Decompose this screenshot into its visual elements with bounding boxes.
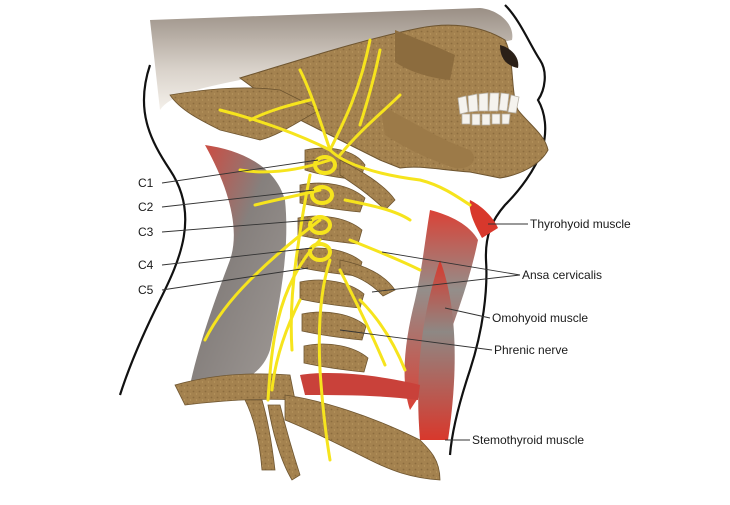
omohyoid-leader bbox=[444, 307, 491, 319]
c2-leader bbox=[161, 189, 315, 208]
label-ansa-cervicalis: Ansa cervicalis bbox=[522, 268, 602, 282]
label-c5: C5 bbox=[138, 283, 154, 297]
ansa-leader-1 bbox=[381, 251, 521, 276]
lower-muscle-band bbox=[300, 373, 420, 400]
ansa-leader-2 bbox=[371, 274, 521, 293]
skin-outline bbox=[118, 4, 547, 456]
teeth bbox=[457, 92, 520, 126]
nerve-network bbox=[203, 38, 472, 462]
label-phrenic-nerve: Phrenic nerve bbox=[494, 343, 568, 357]
label-c3: C3 bbox=[138, 225, 154, 239]
c4-leader bbox=[161, 247, 313, 266]
leader-lines bbox=[161, 159, 528, 441]
c3-leader bbox=[161, 219, 313, 233]
occipital-bone bbox=[169, 87, 321, 141]
label-c2: C2 bbox=[138, 200, 154, 214]
c1-leader bbox=[161, 159, 319, 184]
labels: C1 C2 C3 C4 C5 Thyrohyoid muscle Ansa ce… bbox=[138, 176, 631, 447]
thyrohyoid-muscle bbox=[469, 200, 498, 238]
label-thyrohyoid-muscle: Thyrohyoid muscle bbox=[530, 217, 631, 231]
label-sternothyroid-muscle: Stemothyroid muscle bbox=[472, 433, 584, 447]
cervical-plexus-loops bbox=[308, 155, 337, 262]
label-c1: C1 bbox=[138, 176, 154, 190]
phrenic-leader bbox=[339, 329, 493, 351]
vertebral-column bbox=[297, 147, 396, 373]
sternothyroid-muscle bbox=[418, 260, 455, 440]
label-omohyoid-muscle: Omohyoid muscle bbox=[492, 311, 588, 325]
c5-leader bbox=[161, 267, 309, 291]
label-c4: C4 bbox=[138, 258, 154, 272]
